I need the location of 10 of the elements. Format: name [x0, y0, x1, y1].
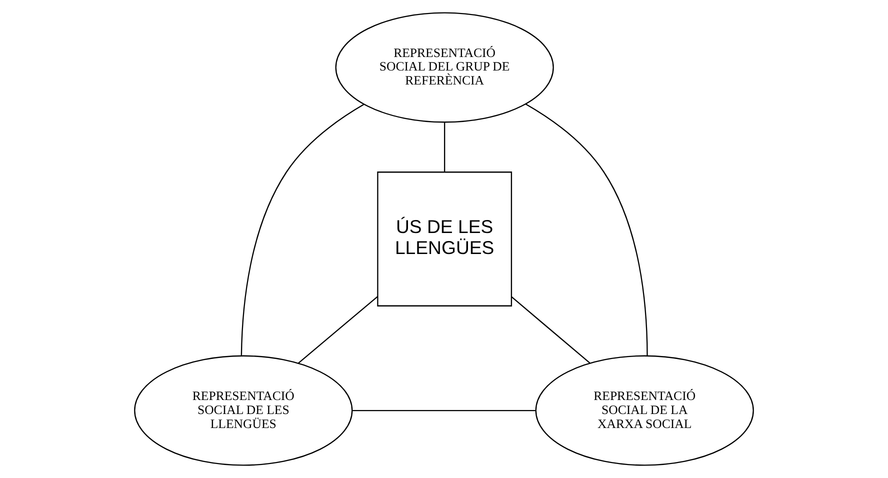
connector	[511, 296, 590, 364]
connector	[525, 103, 648, 356]
node-ellipse: REPRESENTACIÓ SOCIAL DE LES LLENGÜES	[134, 355, 353, 466]
node-box: ÚS DE LES LLENGÜES	[377, 172, 512, 306]
connector	[352, 410, 536, 412]
connector	[298, 296, 378, 364]
connector	[240, 104, 364, 356]
node-ellipse: REPRESENTACIÓ SOCIAL DE LA XARXA SOCIAL	[535, 355, 754, 466]
connector	[444, 122, 446, 172]
node-ellipse: REPRESENTACIÓ SOCIAL DEL GRUP DE REFERÈNCIA	[335, 12, 554, 123]
